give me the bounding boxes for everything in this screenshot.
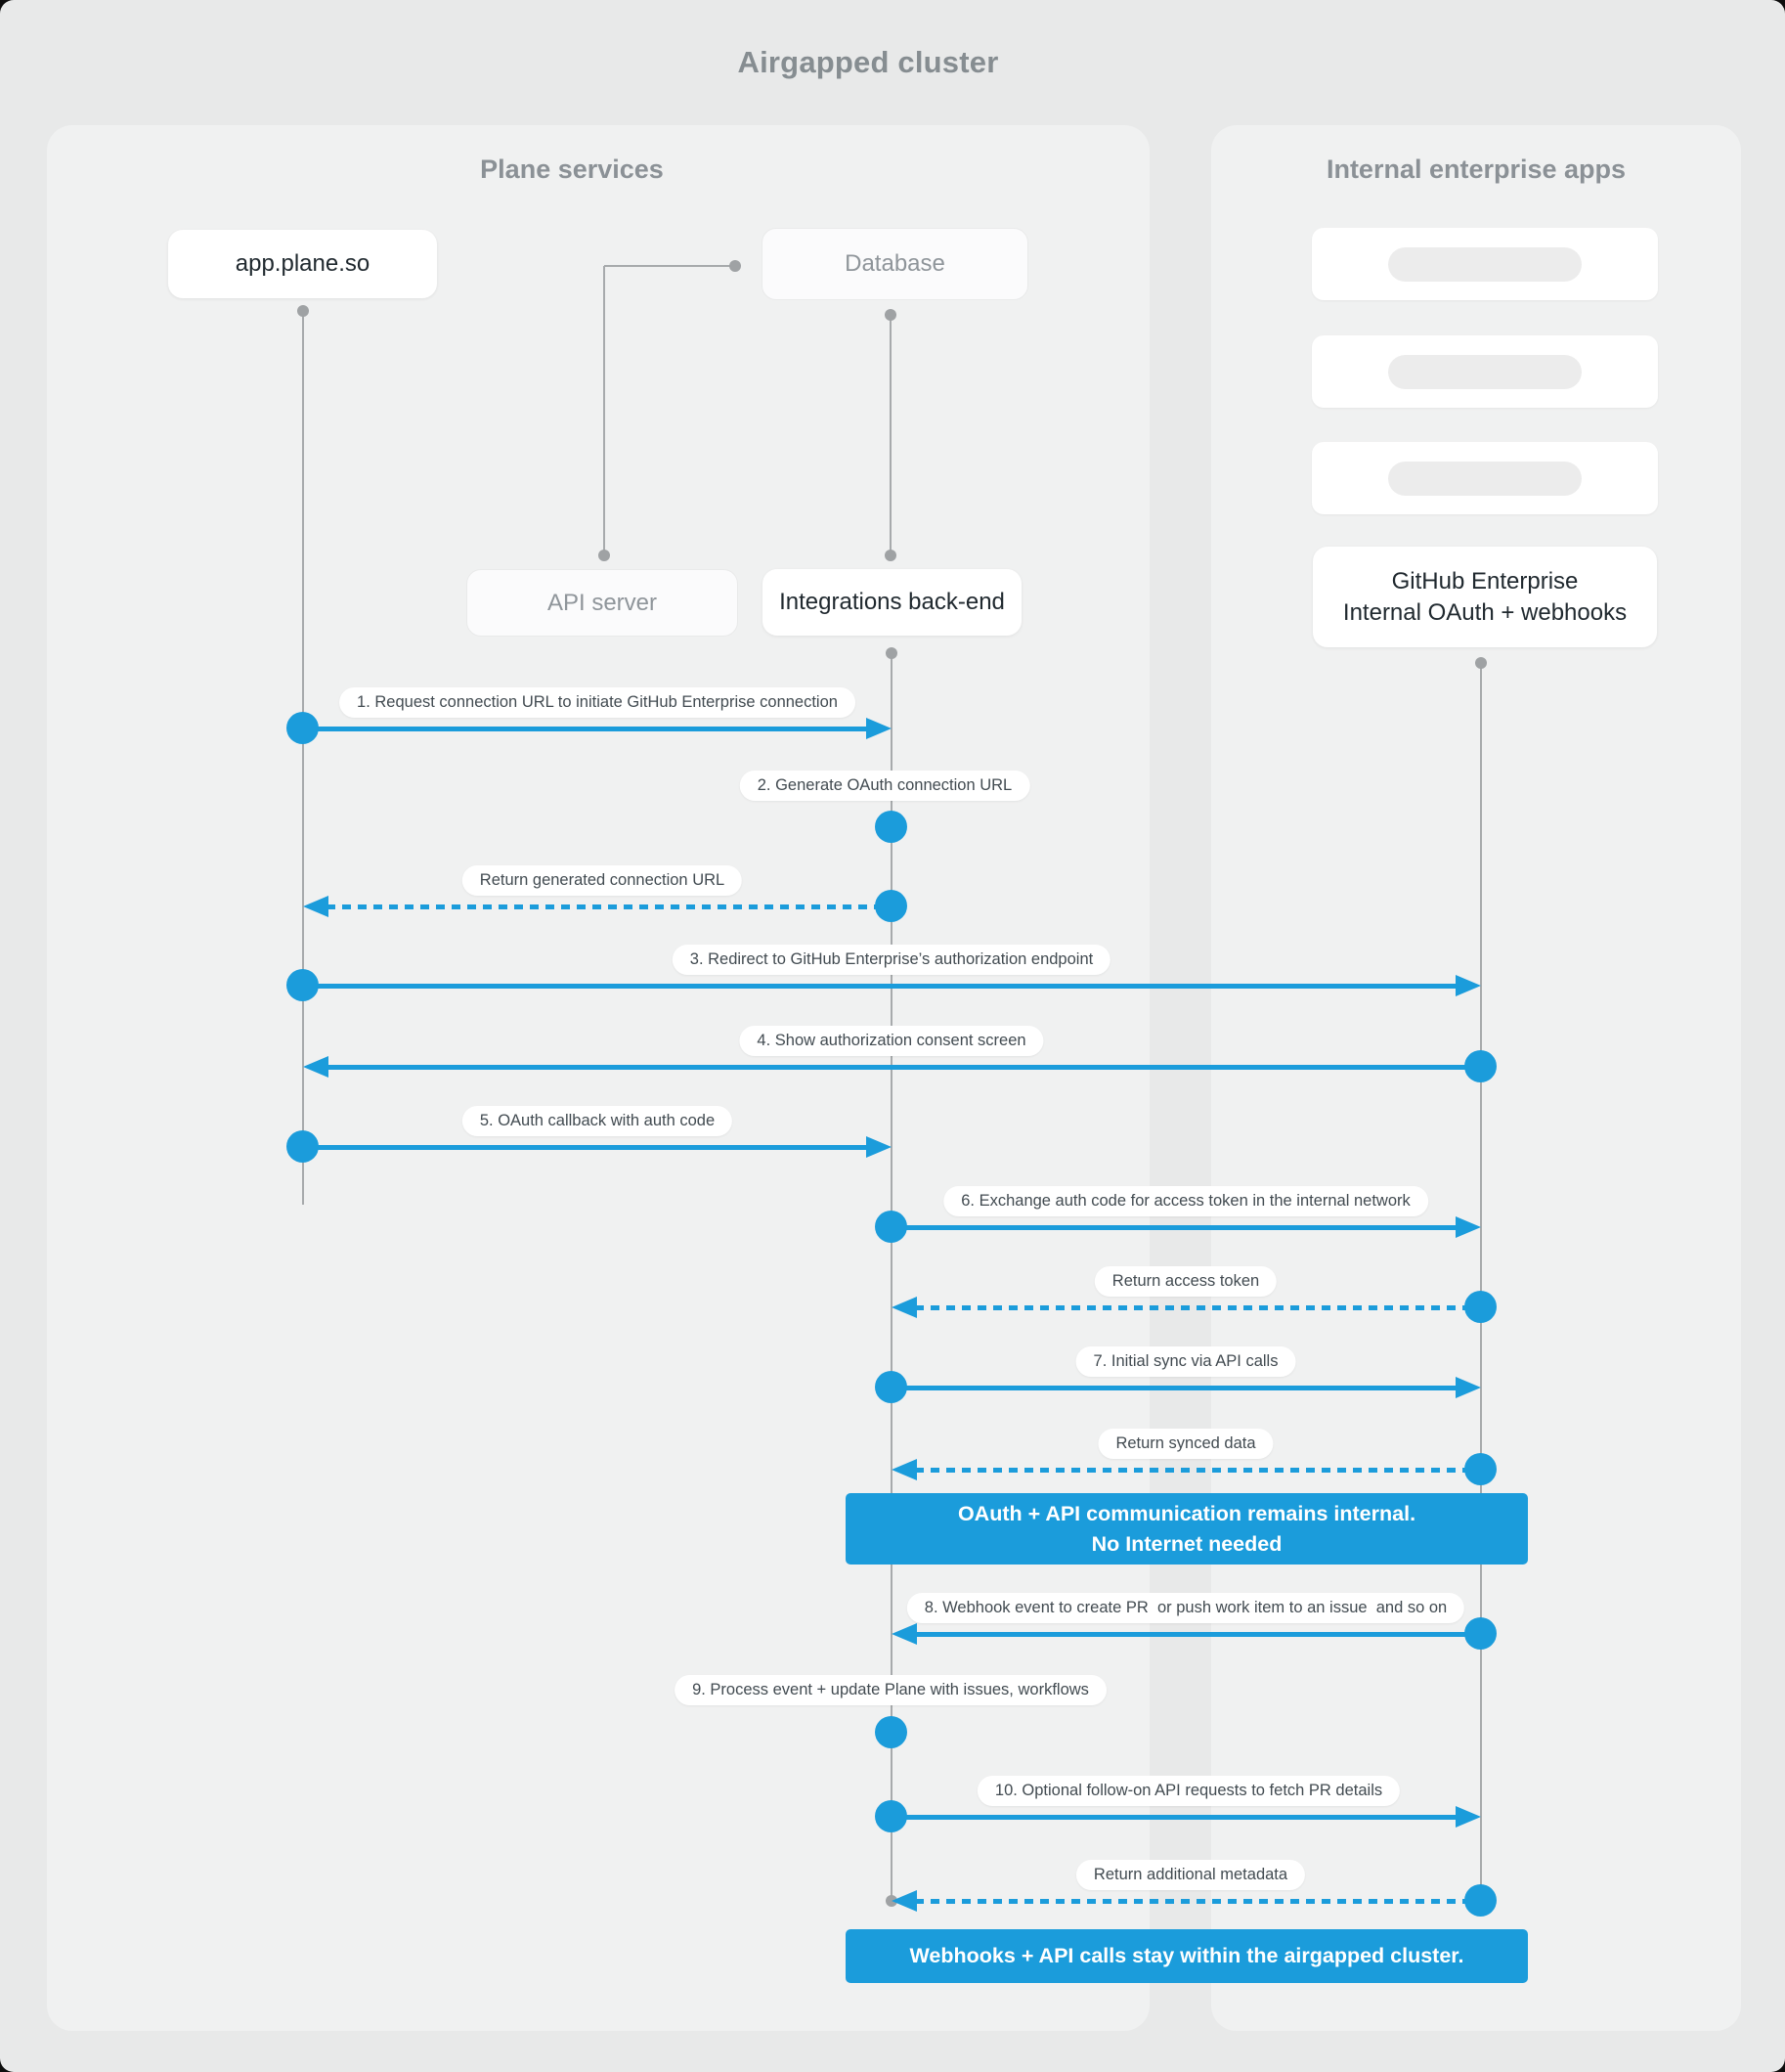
- internal-app-card-1-skeleton: [1388, 246, 1582, 282]
- msg3-label: 3. Redirect to GitHub Enterprise’s autho…: [672, 945, 1111, 975]
- diagram-title: Airgapped cluster: [737, 45, 999, 79]
- return3-label: Return synced data: [1098, 1429, 1274, 1459]
- github-lifeline-dot: [1475, 657, 1487, 669]
- msg8-label: 8. Webhook event to create PR or push wo…: [906, 1593, 1465, 1623]
- return3-arrowhead: [892, 1459, 917, 1480]
- database-lifeline: [890, 315, 892, 555]
- airgapped-banner: Webhooks + API calls stay within the air…: [846, 1929, 1528, 1983]
- msg1-arrow-line: [303, 727, 868, 731]
- msg7-arrowhead: [1456, 1377, 1481, 1398]
- internal-communication-banner-line1: OAuth + API communication remains intern…: [957, 1501, 1416, 1525]
- internal-app-card-3-skeleton: [1388, 461, 1582, 496]
- msg10-label: 10. Optional follow-on API requests to f…: [977, 1776, 1401, 1806]
- node-github-enterprise-line1: GitHub Enterprise: [1391, 568, 1579, 595]
- msg6-label: 6. Exchange auth code for access token i…: [943, 1186, 1428, 1216]
- database-bottom-dot: [885, 309, 896, 321]
- msg10-arrow-line: [892, 1815, 1458, 1820]
- github-lifeline: [1480, 663, 1482, 1901]
- integrations-lifeline-dot: [886, 647, 897, 659]
- return4-arrow-line: [915, 1899, 1481, 1904]
- connector-database-dot: [729, 260, 741, 272]
- return1-label: Return generated connection URL: [461, 865, 743, 896]
- plane-services-header: Plane services: [480, 154, 664, 184]
- msg5-arrow-line: [303, 1145, 868, 1150]
- api-server-top-dot: [598, 550, 610, 561]
- msg8-arrow-line: [915, 1632, 1481, 1637]
- msg1-arrowhead: [866, 718, 892, 739]
- internal-apps-header: Internal enterprise apps: [1326, 154, 1627, 184]
- node-database: Database: [762, 228, 1028, 300]
- msg3-arrow-line: [303, 984, 1458, 989]
- integrations-top-connector-dot: [885, 550, 896, 561]
- msg1-label: 1. Request connection URL to initiate Gi…: [339, 687, 855, 718]
- internal-communication-banner: OAuth + API communication remains intern…: [846, 1493, 1528, 1565]
- node-app-plane-so-label: app.plane.so: [235, 250, 370, 278]
- msg9-label: 9. Process event + update Plane with iss…: [675, 1675, 1107, 1705]
- internal-app-card-3: [1312, 442, 1658, 514]
- node-database-label: Database: [845, 250, 945, 278]
- msg5-arrowhead: [866, 1136, 892, 1158]
- return3-arrow-line: [915, 1468, 1481, 1473]
- msg6-arrow-line: [892, 1225, 1458, 1230]
- msg5-origin-dot: [286, 1130, 319, 1163]
- return2-arrow-line: [915, 1305, 1481, 1310]
- return2-label: Return access token: [1094, 1266, 1278, 1297]
- app-lifeline: [302, 311, 304, 1205]
- internal-app-card-2: [1312, 335, 1658, 408]
- msg3-origin-dot: [286, 969, 319, 1001]
- return1-arrowhead: [303, 896, 328, 917]
- internal-app-card-2-skeleton: [1388, 354, 1582, 389]
- msg6-origin-dot: [875, 1211, 907, 1243]
- node-github-enterprise: GitHub Enterprise Internal OAuth + webho…: [1313, 547, 1657, 647]
- msg7-label: 7. Initial sync via API calls: [1075, 1346, 1296, 1377]
- msg3-arrowhead: [1456, 975, 1481, 996]
- internal-communication-banner-line2: No Internet needed: [1091, 1531, 1283, 1556]
- airgapped-banner-line1: Webhooks + API calls stay within the air…: [909, 1944, 1464, 1968]
- app-lifeline-dot: [297, 305, 309, 317]
- msg1-origin-dot: [286, 712, 319, 744]
- msg8-arrowhead: [892, 1623, 917, 1645]
- return2-origin-dot: [1464, 1291, 1497, 1323]
- plane-services-panel: [47, 125, 1150, 2031]
- node-app-plane-so: app.plane.so: [168, 230, 437, 298]
- msg10-arrowhead: [1456, 1806, 1481, 1828]
- msg6-arrowhead: [1456, 1216, 1481, 1238]
- msg4-label: 4. Show authorization consent screen: [739, 1026, 1044, 1056]
- api-server-connector-horizontal: [604, 265, 731, 267]
- msg10-origin-dot: [875, 1800, 907, 1832]
- return2-arrowhead: [892, 1297, 917, 1318]
- node-integrations-backend-label: Integrations back-end: [779, 589, 1005, 616]
- msg8-origin-dot: [1464, 1617, 1497, 1650]
- return1-arrow-line: [327, 904, 892, 909]
- msg5-label: 5. OAuth callback with auth code: [461, 1106, 733, 1136]
- node-api-server: API server: [466, 569, 738, 637]
- internal-app-card-1: [1312, 228, 1658, 300]
- integrations-lifeline: [891, 653, 892, 1901]
- msg7-origin-dot: [875, 1371, 907, 1403]
- msg4-arrowhead: [303, 1056, 328, 1078]
- node-integrations-backend: Integrations back-end: [762, 569, 1022, 636]
- return1-origin-dot: [875, 890, 907, 922]
- return3-origin-dot: [1464, 1453, 1497, 1485]
- msg7-arrow-line: [892, 1386, 1458, 1390]
- node-api-server-label: API server: [546, 589, 658, 616]
- msg2-label: 2. Generate OAuth connection URL: [739, 771, 1030, 801]
- msg4-origin-dot: [1464, 1050, 1497, 1082]
- return4-origin-dot: [1464, 1884, 1497, 1917]
- msg9-self-dot: [875, 1716, 907, 1748]
- msg4-arrow-line: [327, 1065, 1481, 1070]
- return4-label: Return additional metadata: [1075, 1860, 1306, 1890]
- api-server-connector-vertical: [603, 266, 605, 555]
- node-github-enterprise-line2: Internal OAuth + webhooks: [1342, 598, 1628, 626]
- msg2-self-dot: [875, 811, 907, 843]
- return4-arrowhead: [892, 1890, 917, 1912]
